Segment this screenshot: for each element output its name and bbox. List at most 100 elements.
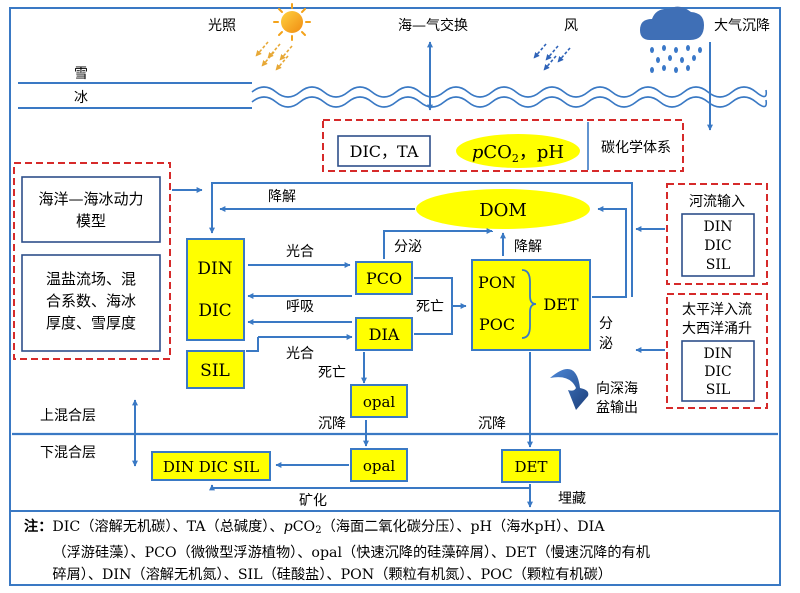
river-nutrient-box: [681, 213, 755, 277]
dia-box: [355, 317, 413, 351]
mortality-dia-line: [414, 306, 453, 335]
burial-label: 埋藏: [558, 491, 586, 507]
det-secretion-arrow: [592, 206, 627, 298]
model-title-line1: 海洋—海冰动力: [38, 190, 143, 208]
ocean-dic: DIC: [704, 364, 731, 380]
carbonate-system-label: 碳化学体系: [601, 140, 671, 156]
lower-mixed-layer-label: 下混合层: [40, 445, 96, 461]
note-co: CO: [292, 519, 316, 535]
model-params-line3: 厚度、雪厚度: [46, 314, 136, 332]
det-degradation-arrow: [209, 182, 633, 297]
sil-box: [186, 350, 245, 389]
river-input-title: 河流输入: [689, 194, 745, 210]
note-lead: 注：: [24, 519, 53, 535]
det-box: [471, 259, 591, 351]
remineralization-label: 矿化: [299, 493, 327, 509]
outer-frame: [9, 7, 781, 586]
det-remineralization-arrow: [209, 484, 531, 491]
pco2-ph-label: pCO2，pH: [472, 142, 564, 165]
dom-node: DOM: [479, 200, 527, 221]
din-node: DIN: [197, 259, 232, 279]
note-rest1: （海面二氧化碳分压）、pH（海水pH）、DIA: [321, 519, 605, 535]
ocean-inflow-title-line2: 大西洋涌升: [682, 321, 752, 337]
deep-basin-export-arrow-icon: [550, 369, 589, 410]
note-p: p: [283, 519, 293, 535]
wind-label: 风: [564, 18, 578, 34]
secretion-2-label-a: 分: [599, 316, 613, 332]
model-params-line1: 温盐流场、混: [46, 270, 136, 288]
ocean-din: DIN: [703, 346, 732, 362]
wind-arrows: [533, 43, 571, 71]
respiration-label: 呼吸: [286, 299, 314, 315]
export-label-line2: 盆输出: [596, 400, 638, 416]
det-lower-box: [501, 449, 561, 483]
dic-ta-label: DIC，TA: [350, 142, 419, 161]
ocean-inflow-frame: [666, 293, 768, 409]
opal-upper-node: opal: [363, 393, 396, 411]
sinking-1-label: 沉降: [318, 416, 346, 432]
deposition-label: 大气沉降: [714, 18, 770, 34]
det-lower-node: DET: [515, 458, 548, 476]
river-sil: SIL: [706, 257, 730, 273]
note-line-2: （浮游硅藻）、PCO（微微型浮游植物）、opal（快速沉降的硅藻碎屑）、DET（…: [52, 545, 650, 561]
pco-node: PCO: [366, 269, 402, 288]
lower-nutrients-node: DIN DIC SIL: [163, 458, 259, 476]
light-label: 光照: [208, 18, 236, 34]
model-params-box: [21, 254, 161, 352]
ocean-sil: SIL: [706, 382, 730, 398]
photosynthesis-1-label: 光合: [286, 244, 314, 260]
det-node: DET: [543, 295, 579, 314]
air-sea-exchange-label: 海—气交换: [398, 17, 468, 34]
ice-label: 冰: [74, 90, 88, 106]
sea-surface-wave-lower: [251, 96, 768, 108]
model-title-box: [21, 176, 161, 243]
pco2-ph-ellipse: [456, 134, 580, 168]
sunlight-rays: [255, 41, 293, 71]
lower-nutrients-box: [151, 451, 271, 481]
dic-node: DIC: [198, 301, 231, 321]
opal-lower-node: opal: [363, 457, 396, 475]
mortality-1-label: 死亡: [416, 299, 444, 315]
sil-node: SIL: [200, 361, 230, 381]
sil-uptake-line: [246, 337, 259, 352]
secretion-2-label-b: 泌: [599, 336, 613, 352]
pon-node: PON: [478, 273, 516, 292]
abbreviation-note: 注：DIC（溶解无机碳）、TA（总碱度）、pCO2（海面二氧化碳分压）、pH（海…: [10, 511, 780, 585]
note-dic-ta: DIC（溶解无机碳）、TA（总碱度）、: [52, 519, 284, 535]
din-dic-box: [186, 238, 245, 341]
dic-ta-box: [337, 135, 431, 167]
ocean-nutrient-box: [681, 340, 755, 402]
snow-label: 雪: [74, 66, 88, 82]
opal-upper-box: [350, 384, 408, 418]
rain-cloud-icon: [640, 6, 704, 73]
model-params-line2: 合系数、海冰: [46, 292, 136, 310]
note-sub: 2: [315, 525, 322, 536]
model-title-line2: 模型: [76, 212, 106, 230]
degradation-2-label: 降解: [514, 239, 542, 255]
river-dic: DIC: [704, 238, 731, 254]
note-line-3: 碎屑）、DIN（溶解无机氮）、SIL（硅酸盐）、PON（颗粒有机氮）、POC（颗…: [52, 567, 612, 583]
sun-icon: [273, 3, 311, 41]
upper-mixed-layer-label: 上混合层: [40, 408, 96, 424]
carbonate-system-frame: [322, 119, 684, 172]
opal-lower-box: [350, 448, 408, 482]
pco-box: [355, 261, 413, 295]
det-brace: [521, 269, 537, 339]
river-din: DIN: [703, 219, 732, 235]
mortality-pco-arrow: [414, 277, 467, 309]
secretion-1-label: 分泌: [394, 239, 422, 255]
poc-node: POC: [479, 315, 515, 334]
dom-ellipse: [416, 189, 590, 229]
sinking-2-label: 沉降: [478, 416, 506, 432]
export-label-line1: 向深海: [596, 381, 638, 397]
ocean-inflow-title-line1: 太平洋入流: [682, 302, 752, 318]
sea-surface-wave-upper: [251, 86, 768, 98]
mortality-2-label: 死亡: [318, 365, 346, 381]
degradation-top-label: 降解: [268, 189, 296, 205]
photosynthesis-2-label: 光合: [286, 346, 314, 362]
note-line-1: 注：DIC（溶解无机碳）、TA（总碱度）、pCO2（海面二氧化碳分压）、pH（海…: [24, 516, 770, 542]
dia-node: DIA: [369, 325, 400, 344]
river-input-frame: [666, 183, 768, 285]
